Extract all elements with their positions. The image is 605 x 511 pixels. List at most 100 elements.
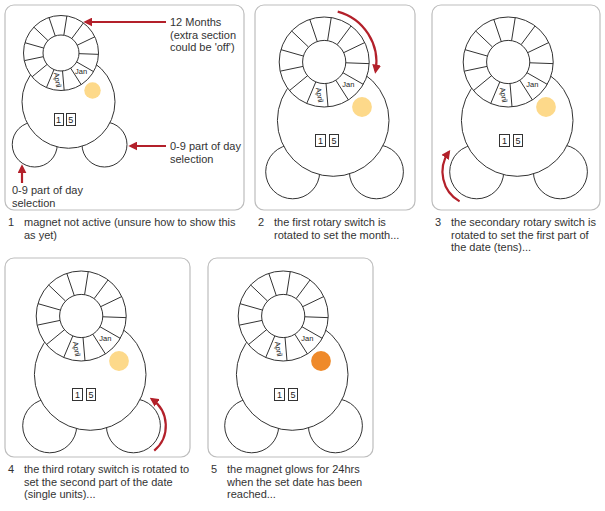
- callout-arrow: [21, 167, 23, 183]
- digit-text: 5: [516, 136, 521, 146]
- month-label: Jan: [526, 81, 538, 89]
- dial-divider: [285, 338, 287, 361]
- dial-divider: [465, 50, 488, 56]
- panel-frame: [5, 5, 244, 210]
- dial-divider: [24, 57, 43, 61]
- digit-text: 5: [332, 136, 337, 146]
- dial-centre: [303, 40, 346, 83]
- month-label: April: [498, 87, 508, 103]
- digit-box: 5: [513, 134, 524, 147]
- dial-divider: [476, 31, 493, 47]
- rotation-arrow: [338, 12, 377, 71]
- month-label: Jan: [301, 335, 313, 343]
- callout-text: 0-9 part of day selection: [12, 184, 92, 209]
- dial-divider: [296, 280, 310, 299]
- dial-centre: [43, 35, 79, 71]
- dial-divider: [528, 43, 549, 53]
- dial-divider: [281, 50, 304, 56]
- digit-text: 1: [502, 136, 507, 146]
- device-panel: [208, 258, 373, 457]
- step-number: 2: [258, 216, 272, 229]
- digit-text: 1: [318, 136, 323, 146]
- digit-box: 1: [315, 134, 326, 147]
- dial-divider: [305, 316, 328, 318]
- digit-box: 5: [329, 134, 340, 147]
- dial-divider: [346, 62, 369, 64]
- dial-divider: [240, 304, 263, 310]
- callout-text: 12 Months (extra section could be 'off'): [170, 16, 243, 54]
- digit-box: 1: [499, 134, 510, 147]
- dial-divider: [512, 18, 516, 41]
- dial-divider: [72, 23, 84, 39]
- step-number: 5: [211, 463, 225, 476]
- dial-divider: [303, 297, 324, 307]
- dial-divider: [103, 316, 126, 318]
- dial-divider: [494, 19, 501, 41]
- step-caption: magnet not active (unsure how to show th…: [24, 216, 246, 241]
- digit-text: 1: [277, 390, 282, 400]
- dial-divider: [344, 43, 365, 53]
- panel-frame: [208, 258, 373, 457]
- magnet: [311, 351, 331, 371]
- dial-divider: [239, 320, 262, 325]
- device-panel: [432, 5, 600, 210]
- step-number: 3: [435, 216, 449, 229]
- month-dial: [463, 17, 553, 107]
- dial-divider: [25, 43, 44, 48]
- digit-text: 5: [68, 115, 73, 125]
- dial-divider: [32, 64, 47, 76]
- digit-box: 5: [288, 388, 299, 401]
- dial-divider: [251, 285, 268, 301]
- device-panel: [5, 5, 244, 210]
- dial-divider: [94, 280, 108, 299]
- rotation-arrow: [152, 399, 166, 450]
- dial-centre: [487, 40, 530, 83]
- dial-divider: [67, 273, 74, 295]
- dial-divider: [101, 297, 122, 307]
- panel-frame: [255, 5, 415, 210]
- panel-frame: [5, 258, 190, 457]
- step-number: 1: [8, 216, 22, 229]
- digit-box: 5: [66, 113, 76, 126]
- device-panel: [5, 258, 190, 457]
- dial-divider: [530, 62, 553, 64]
- digit-box: 5: [86, 388, 97, 401]
- dial-divider: [473, 76, 491, 91]
- callout-arrow: [131, 145, 166, 147]
- dial-divider: [34, 27, 48, 40]
- dial-divider: [49, 285, 66, 301]
- month-label: Jan: [342, 81, 354, 89]
- dial-divider: [269, 273, 276, 295]
- magnet: [536, 97, 556, 117]
- step-caption: the first rotary switch is rotated to se…: [274, 216, 417, 241]
- panel-frame: [432, 5, 600, 210]
- dial-divider: [289, 76, 307, 91]
- step-number: 4: [8, 463, 22, 476]
- rotation-arrow: [442, 152, 459, 201]
- digit-text: 5: [291, 390, 296, 400]
- dial-divider: [287, 272, 291, 295]
- dial-divider: [63, 71, 65, 90]
- dial-divider: [464, 66, 487, 71]
- dial-centre: [60, 294, 103, 337]
- dial-divider: [292, 31, 309, 47]
- digit-text: 1: [75, 390, 80, 400]
- magnet: [84, 82, 101, 99]
- dial-divider: [77, 37, 95, 45]
- month-label: April: [314, 87, 324, 103]
- digit-text: 5: [89, 390, 94, 400]
- month-label: April: [273, 341, 283, 357]
- callout-arrow: [86, 21, 166, 23]
- dial-divider: [83, 338, 85, 361]
- dial-divider: [248, 330, 266, 345]
- dial-centre: [262, 294, 305, 337]
- digit-box: 1: [72, 388, 83, 401]
- month-label: Jan: [75, 68, 87, 76]
- month-dial: [238, 271, 328, 361]
- month-dial: [36, 271, 126, 361]
- step-caption: the third rotary switch is rotated to se…: [24, 463, 192, 501]
- callout-arrows: [22, 22, 166, 183]
- step-caption: the magnet glows for 24hrs when the set …: [227, 463, 375, 501]
- device-panel: [255, 5, 415, 210]
- digit-text: 1: [56, 115, 61, 125]
